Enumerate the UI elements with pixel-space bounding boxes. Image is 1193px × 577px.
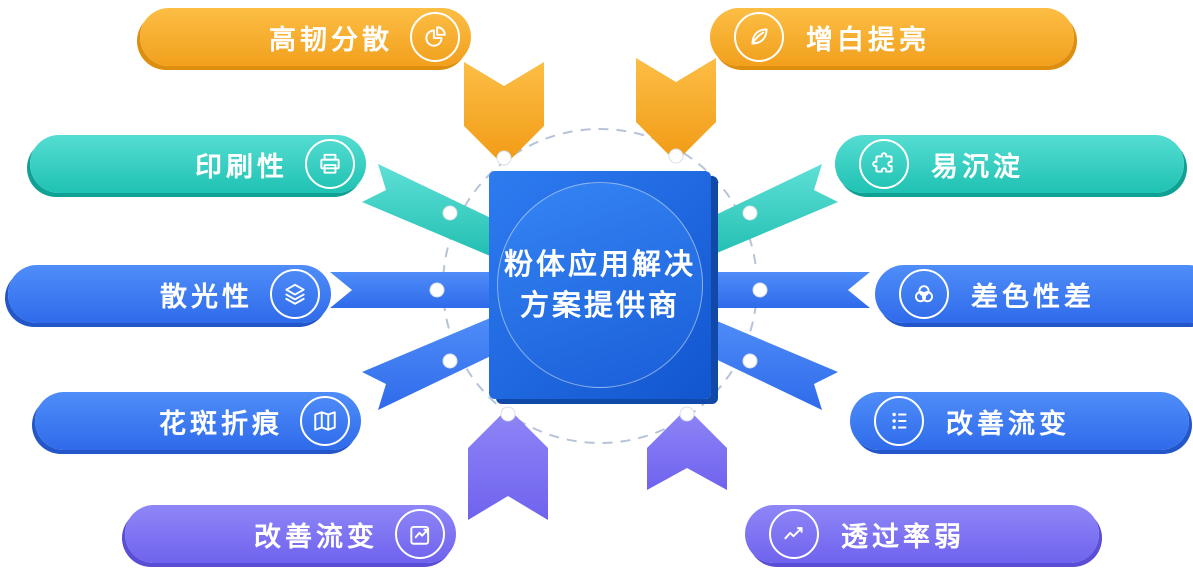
connector-lower-left [362, 316, 495, 410]
feature-pill-right-1: 增白提亮 [710, 8, 1074, 66]
node-dot [742, 205, 758, 221]
center-title-line2: 方案提供商 [519, 288, 680, 322]
pill-label: 散光性 [160, 281, 253, 313]
center-title: 粉体应用解决 方案提供商 [504, 244, 696, 325]
feature-pill-left-2: 印刷性 [30, 135, 366, 193]
node-dot [442, 353, 458, 369]
node-dot [500, 406, 516, 422]
puzzle-icon [859, 139, 909, 189]
color-circles-icon [899, 269, 949, 319]
connector-top-left [464, 62, 544, 166]
connector-middle-left [330, 272, 490, 308]
connector-bottom-right [647, 408, 727, 490]
feature-pill-left-5: 改善流变 [125, 505, 456, 563]
center-circle: 粉体应用解决 方案提供商 [497, 182, 703, 388]
feature-pill-right-4: 改善流变 [850, 392, 1189, 450]
connector-middle-right [710, 272, 870, 308]
pill-label: 差色性差 [971, 281, 1095, 313]
connector-bottom-left [468, 408, 548, 520]
feature-pill-left-4: 花斑折痕 [35, 392, 361, 450]
feature-pill-left-1: 高韧分散 [140, 8, 471, 66]
node-dot [679, 406, 695, 422]
pill-label: 高韧分散 [269, 24, 393, 56]
node-dot [496, 150, 512, 166]
pill-label: 花斑折痕 [159, 408, 283, 440]
feature-pill-right-2: 易沉淀 [835, 135, 1184, 193]
pill-label: 改善流变 [254, 521, 378, 553]
node-dot [752, 282, 768, 298]
pill-label: 透过率弱 [841, 521, 965, 553]
node-dot [742, 353, 758, 369]
connector-lower-right [705, 316, 838, 410]
map-icon [300, 396, 350, 446]
pill-label: 增白提亮 [806, 24, 930, 56]
node-dot [429, 282, 445, 298]
chart-up-icon [395, 509, 445, 559]
tune-icon [874, 396, 924, 446]
connector-top-right [636, 58, 716, 162]
feature-pill-right-3: 差色性差 [875, 265, 1193, 323]
node-dot [668, 148, 684, 164]
connector-upper-left [362, 164, 495, 258]
feature-pill-left-3: 散光性 [8, 265, 331, 323]
center-node: 粉体应用解决 方案提供商 [489, 171, 711, 399]
pill-label: 改善流变 [946, 408, 1070, 440]
printer-icon [305, 139, 355, 189]
pie-chart-icon [410, 12, 460, 62]
feature-pill-right-5: 透过率弱 [745, 505, 1099, 563]
connector-upper-right [705, 164, 838, 258]
pill-label: 印刷性 [195, 151, 288, 183]
center-title-line1: 粉体应用解决 [503, 247, 696, 282]
leaf-icon [734, 12, 784, 62]
layers-icon [270, 269, 320, 319]
pill-label: 易沉淀 [931, 151, 1024, 183]
node-dot [442, 205, 458, 221]
trend-line-icon [769, 509, 819, 559]
